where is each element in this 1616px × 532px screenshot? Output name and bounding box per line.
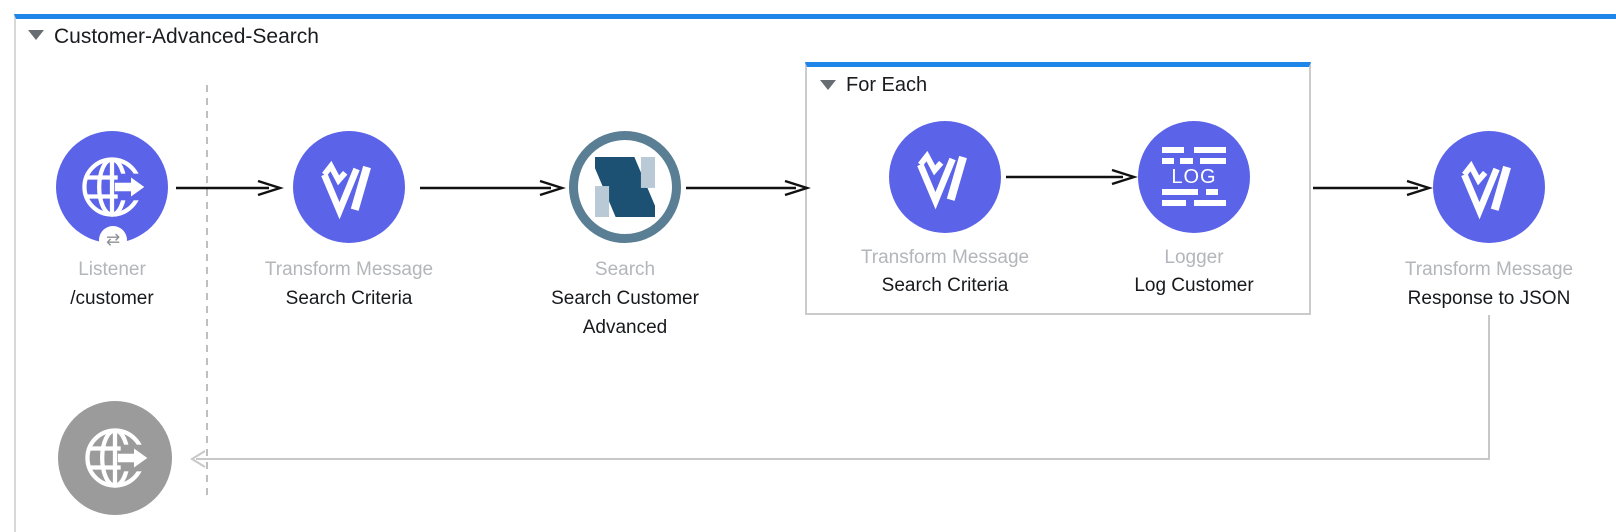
exchange-badge-icon[interactable]: ⇄ xyxy=(99,226,127,254)
foreach-title: For Each xyxy=(846,74,928,96)
transform-message-node-2[interactable] xyxy=(889,121,1001,233)
node-type-label: Listener xyxy=(78,259,146,280)
logger-node[interactable]: LOG xyxy=(1138,121,1250,233)
node-name-label: Search Customer xyxy=(551,288,699,309)
listener-node[interactable] xyxy=(56,131,168,243)
node-name-label: Search Criteria xyxy=(285,288,413,309)
node-name-label: Advanced xyxy=(582,317,668,338)
node-name-label: Log Customer xyxy=(1134,275,1254,296)
logger-icon: LOG xyxy=(1162,145,1226,209)
node-type-label: Transform Message xyxy=(264,259,434,280)
dataweave-icon xyxy=(1461,160,1511,220)
log-icon-text: LOG xyxy=(1171,166,1217,188)
transform3-labels: Transform Message Response to JSON xyxy=(1359,255,1616,313)
response-globe-node[interactable] xyxy=(58,401,172,515)
node-name-label: Response to JSON xyxy=(1407,288,1571,309)
node-name-label: /customer xyxy=(70,288,154,309)
node-type-label: Logger xyxy=(1164,247,1224,268)
search-labels: Search Search Customer Advanced xyxy=(495,255,755,342)
netsuite-search-node[interactable] xyxy=(569,131,681,243)
node-type-label: Transform Message xyxy=(860,247,1030,268)
globe-arrow-icon xyxy=(82,157,150,217)
node-name-label: Search Criteria xyxy=(881,275,1009,296)
logger-labels: Logger Log Customer xyxy=(1064,244,1324,300)
listener-labels: Listener /customer xyxy=(0,255,242,313)
transform-message-node-1[interactable] xyxy=(293,131,405,243)
transform2-labels: Transform Message Search Criteria xyxy=(815,244,1075,300)
flow-collapse-triangle-icon[interactable] xyxy=(28,30,44,40)
node-type-label: Search xyxy=(594,259,656,280)
netsuite-icon xyxy=(595,157,655,217)
node-type-label: Transform Message xyxy=(1404,259,1574,280)
transform-message-node-3[interactable] xyxy=(1433,131,1545,243)
dataweave-icon xyxy=(321,160,371,220)
foreach-collapse-triangle-icon[interactable] xyxy=(820,80,836,90)
globe-arrow-icon xyxy=(85,428,153,488)
dataweave-icon xyxy=(917,150,967,210)
flow-title[interactable]: Customer-Advanced-Search xyxy=(54,25,319,48)
transform1-labels: Transform Message Search Criteria xyxy=(219,255,479,313)
flow-container xyxy=(14,14,1616,532)
